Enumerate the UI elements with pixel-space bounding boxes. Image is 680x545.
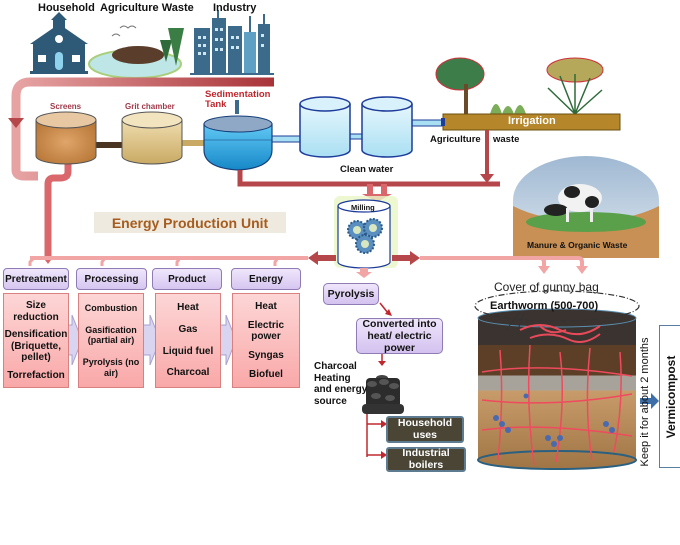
- processing-item: Pyrolysis (no air): [82, 357, 140, 378]
- charcoal-briquettes-icon: [362, 375, 404, 414]
- industry-label: Industry: [213, 2, 257, 14]
- grit-chamber-tank: [121, 111, 183, 165]
- duration-label: Keep it for about 2 months: [639, 337, 651, 467]
- charcoal-label-line2: Heating: [314, 372, 351, 384]
- pyrolysis-arrowhead: [385, 309, 392, 316]
- industry-icon: [190, 10, 274, 75]
- pretreatment-box: Size reduction Densification (Briquette,…: [3, 293, 69, 388]
- milling-label: Milling: [351, 203, 375, 212]
- pretreatment-item: Densification (Briquette, pellet): [4, 329, 68, 363]
- charcoal-label-line1: Charcoal: [314, 361, 357, 372]
- agri-waste-arrow: [480, 174, 494, 183]
- product-item: Liquid fuel: [162, 345, 214, 357]
- energy-item: Biofuel: [249, 368, 283, 380]
- product-item: Charcoal: [166, 367, 210, 379]
- industrial-boilers-arrowhead: [381, 451, 387, 459]
- energy-item: Electric power: [247, 319, 285, 343]
- grit-sed-connector: [180, 140, 206, 146]
- irrigation-inlet: [441, 118, 445, 126]
- sedimentation-label-line2: Tank: [205, 98, 227, 110]
- pretreatment-item: Size reduction: [13, 300, 59, 323]
- screens-label: Screens: [50, 102, 82, 111]
- product-box: Heat Gas Liquid fuel Charcoal: [155, 293, 221, 388]
- clean-water-label: Clean water: [340, 164, 394, 175]
- cow-icon: [544, 184, 602, 222]
- milling-down-arrow: [356, 268, 372, 278]
- gears-icon: [347, 218, 383, 254]
- screens-outlet-pipe: [44, 160, 72, 258]
- energy-item: Syngas: [248, 349, 284, 361]
- agriculture-label: Agriculture: [430, 134, 481, 145]
- charcoal-use-arrows: [366, 414, 382, 457]
- vermicompost-box: Vermicompost: [659, 325, 680, 468]
- agriculture-waste-icon: [88, 25, 184, 79]
- charcoal-label-line3: and energy: [314, 384, 368, 395]
- industrial-boilers-box: Industrial boilers: [386, 447, 466, 472]
- sedimentation-label: Sedimentation Tank: [205, 90, 270, 110]
- charcoal-label-line4: source: [314, 395, 347, 407]
- pretreatment-header: Pretreatment: [3, 268, 69, 290]
- processing-item: Combustion: [84, 302, 138, 313]
- sedimentation-label-line1: Sedimentation: [205, 89, 271, 100]
- household-uses-arrowhead: [381, 420, 387, 428]
- product-item: Heat: [177, 302, 199, 314]
- household-uses-box: Household uses: [386, 416, 464, 443]
- household-label: Household: [38, 2, 95, 14]
- screens-grit-connector: [96, 142, 126, 148]
- earthworm-icon: [519, 324, 601, 343]
- milling-left-arrow: [308, 251, 318, 265]
- energy-production-unit-title: Energy Production Unit: [94, 212, 286, 233]
- manure-label: Manure & Organic Waste: [527, 240, 628, 250]
- clean-irrigation-connector: [411, 119, 443, 127]
- vermi-arrow-1: [538, 266, 550, 274]
- pyrolysis-arrow: [379, 302, 389, 314]
- irrigation-label: Irrigation: [508, 115, 556, 127]
- energy-item: Heat: [255, 300, 277, 312]
- pyrolysis-box: Pyrolysis: [323, 283, 379, 305]
- product-item: Gas: [178, 323, 198, 335]
- inflow-arrow: [8, 118, 24, 128]
- milling-unit: [334, 196, 398, 269]
- charcoal-label: Charcoal Heating and energy source: [314, 361, 367, 407]
- clean-water-tank-1: [299, 96, 351, 158]
- vermicompost-feed-pipe: [420, 256, 584, 268]
- waste-label: waste: [493, 134, 520, 145]
- worm-tunnels: [481, 344, 633, 466]
- milling-right-arrow: [410, 251, 420, 265]
- manure-image: [513, 156, 659, 258]
- sedimentation-tank: [203, 100, 273, 171]
- processing-item: Gasification (partial air): [85, 324, 137, 346]
- product-header: Product: [152, 268, 222, 290]
- agriculture-waste-label: Agriculture Waste: [100, 2, 194, 14]
- processing-header: Processing: [76, 268, 147, 290]
- converted-arrowhead: [378, 361, 386, 366]
- sludge-pipe: [237, 170, 500, 187]
- clean-water-tank-2: [361, 96, 413, 158]
- converted-power-box: Converted into heat/ electric power: [356, 318, 443, 354]
- earthworm-label: Earthworm (500-700): [490, 300, 599, 312]
- gunny-bag-label: Cover of gunny bag: [494, 280, 599, 294]
- vermicompost-arrowhead: [651, 393, 659, 409]
- pretreatment-item: Torrefaction: [7, 369, 65, 381]
- vermicompost-arrow-shaft: [640, 398, 652, 404]
- energy-header: Energy: [231, 268, 301, 290]
- screens-tank: [35, 111, 97, 165]
- earthworm-pointer: [505, 311, 525, 331]
- vermicompost-label: Vermicompost: [664, 355, 678, 438]
- energy-branches: [28, 256, 280, 266]
- vermicompost-bin: [477, 308, 637, 470]
- vermi-arrow-2: [576, 266, 588, 274]
- household-icon: [30, 12, 88, 74]
- energy-box: Heat Electric power Syngas Biofuel: [232, 293, 300, 388]
- inflow-pipe: [11, 77, 274, 181]
- organic-matter-icons: [493, 393, 615, 447]
- gunny-bag-cover: [474, 290, 640, 322]
- irrigation-plants-icon: [435, 57, 604, 115]
- grit-chamber-label: Grit chamber: [125, 102, 175, 111]
- processing-box: Combustion Gasification (partial air) Py…: [78, 293, 144, 388]
